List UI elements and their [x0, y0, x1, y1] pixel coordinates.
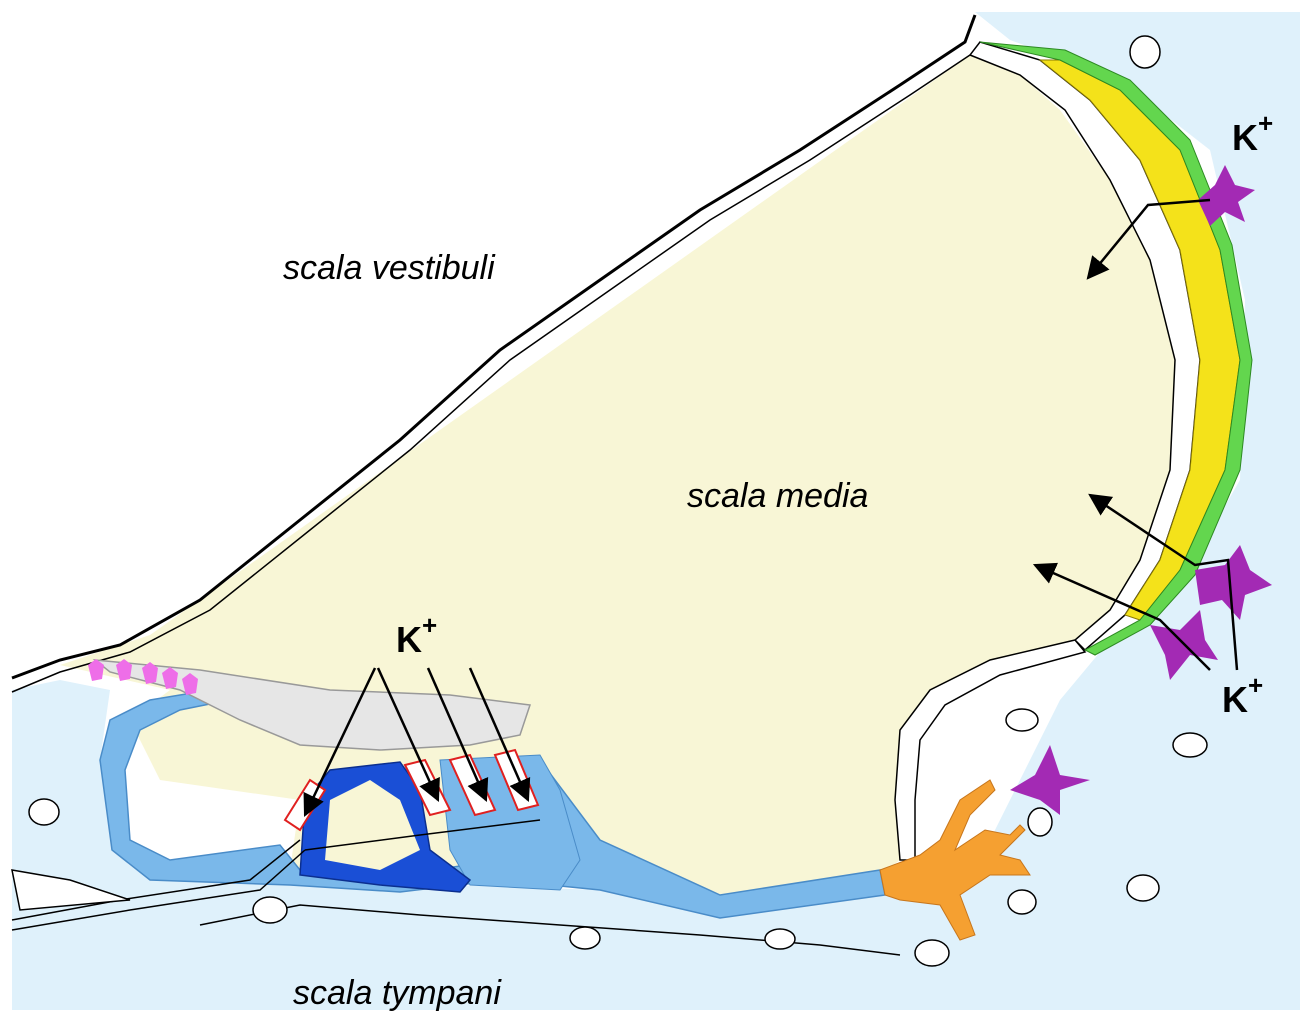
- k-arrow: [426, 667, 489, 803]
- perilymph-right: [905, 12, 1300, 1010]
- tunnel-of-corti: [325, 780, 420, 870]
- osseous-spiral-lamina: [11, 869, 131, 911]
- k-arrow: [1032, 562, 1211, 671]
- perilymph-cell: [1005, 708, 1039, 732]
- interdental-cell: [142, 662, 158, 684]
- k-label-stria-top: K +: [1232, 108, 1273, 158]
- k-ion-charge: +: [422, 610, 437, 640]
- k-arrows-organ: [303, 667, 531, 818]
- k-arrow: [1088, 493, 1239, 671]
- perilymph-cell: [1027, 807, 1053, 837]
- perilymph-cell: [28, 798, 60, 826]
- stria-basal-green: [979, 41, 1253, 656]
- k-label-stria-bottom: K +: [1222, 670, 1263, 720]
- scala-tympani-wall: [199, 904, 901, 956]
- k-arrows-stria: [1032, 198, 1239, 671]
- k-arrow: [468, 667, 531, 803]
- interdental-cells: [88, 659, 198, 695]
- reissners-membrane-inner: [11, 54, 971, 693]
- k-ion-label: K: [1232, 117, 1258, 158]
- tectorial-membrane: [92, 659, 532, 751]
- root-cell-orange: [879, 779, 1031, 941]
- k-label-organ: K +: [396, 610, 437, 660]
- fibrocyte: [1198, 165, 1255, 226]
- k-arrow: [1086, 198, 1211, 280]
- k-ion-label: K: [396, 619, 422, 660]
- perilymph-cells: [28, 35, 1208, 967]
- fibrocyte: [1195, 545, 1272, 620]
- perilymph-cell: [1172, 732, 1208, 758]
- interdental-cell: [162, 667, 178, 689]
- perilymph-cell: [1126, 874, 1160, 902]
- k-ion-charge: +: [1248, 670, 1263, 700]
- interdental-cell: [116, 659, 132, 681]
- perilymph-cell: [252, 896, 288, 924]
- perilymph-cell: [1129, 35, 1161, 69]
- perilymph-cell: [764, 928, 796, 950]
- nerve-fibres: [11, 819, 541, 931]
- label-scala-vestibuli: scala vestibuli: [283, 249, 496, 287]
- k-arrow: [376, 667, 440, 803]
- perilymph-cell: [569, 926, 601, 950]
- interdental-cell: [88, 659, 104, 681]
- fibrocyte: [1010, 745, 1090, 815]
- k-ion-label: K: [1222, 679, 1248, 720]
- perilymph-tympani: [12, 680, 905, 1010]
- k-ion-charge: +: [1258, 108, 1273, 138]
- reissners-membrane: [11, 14, 977, 680]
- perilymph-cell: [1007, 889, 1037, 915]
- k-arrow: [303, 667, 377, 818]
- label-scala-media: scala media: [687, 477, 868, 515]
- label-scala-tympani: scala tympani: [293, 974, 502, 1012]
- perilymph-cell: [914, 939, 950, 967]
- interdental-cell: [182, 673, 198, 695]
- scala-media-space: [60, 55, 1175, 905]
